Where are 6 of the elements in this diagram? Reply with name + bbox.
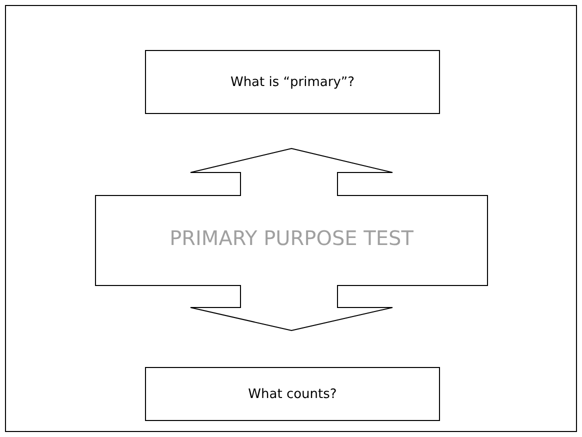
text-box	[145, 367, 440, 421]
box-label: What is “primary”?	[230, 74, 355, 90]
shape-title: PRIMARY PURPOSE TEST	[168, 226, 414, 250]
text-box	[145, 50, 440, 114]
box-label: What counts?	[248, 386, 337, 402]
double-arrow-shape	[95, 148, 488, 331]
